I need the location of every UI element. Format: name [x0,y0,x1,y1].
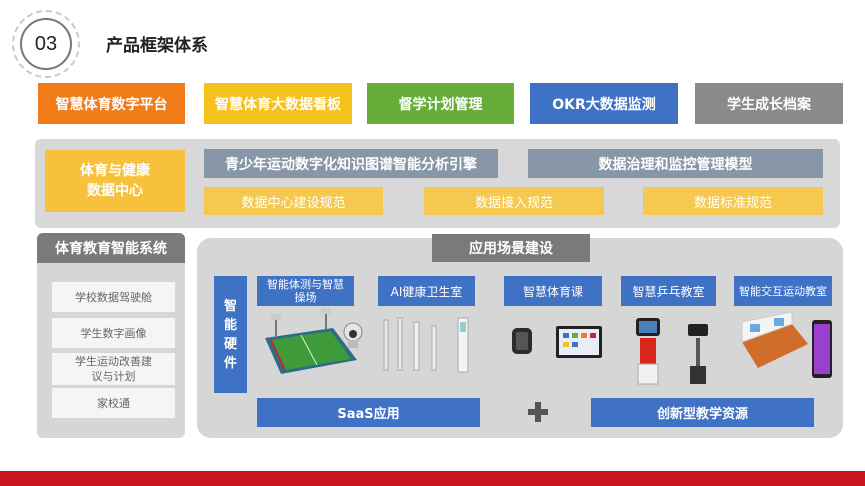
data-center-title: 体育与健康数据中心 [80,163,150,199]
system-title: 体育教育智能系统 [37,233,185,263]
platform-box-okr: OKR大数据监测 [530,83,678,124]
section-number-circle: 03 [20,18,72,70]
governance-model-box: 数据治理和监控管理模型 [528,149,823,178]
teaching-resource-bar: 创新型教学资源 [591,398,814,427]
stadium-illustration [265,308,363,374]
platform-box-supervision: 督学计划管理 [367,83,514,124]
pingpong-robot-illustration [636,318,708,385]
hardware-label: 智能硬件 [223,298,237,371]
platform-box-dashboard: 智慧体育大数据看板 [204,83,352,124]
platform-box-digital: 智慧体育数字平台 [38,83,185,124]
system-item-portrait: 学生数字画像 [52,318,175,348]
hardware-label-box: 智能硬件 [214,276,247,393]
scenario-title: 应用场景建设 [432,234,590,262]
spec-box-construction: 数据中心建设规范 [204,187,383,215]
scene-card-pe-class: 智慧体育课 [504,276,602,306]
scene-card-pingpong: 智慧乒乓教室 [621,276,716,306]
interactive-room-illustration [741,312,832,378]
spec-box-standard: 数据标准规范 [643,187,823,215]
system-item-dashboard: 学校数据驾驶舱 [52,282,175,312]
scene-card-health-room: AI健康卫生室 [378,276,475,306]
scene-card-interactive: 智能交互运动教室 [734,276,832,306]
footer-red-bar [0,471,865,486]
header-ring-decoration [12,10,80,78]
plus-icon [528,402,548,422]
device-illustration [512,326,602,358]
spec-box-access: 数据接入规范 [424,187,604,215]
platform-box-archive: 学生成长档案 [695,83,843,124]
section-number: 03 [34,32,58,55]
scene-card-fitness-field: 智能体测与智慧操场 [257,276,354,306]
saas-app-bar: SaaS应用 [257,398,480,427]
system-item-home-school: 家校通 [52,388,175,418]
analysis-engine-box: 青少年运动数字化知识图谱智能分析引擎 [204,149,498,178]
page-title: 产品框架体系 [106,36,208,56]
health-kiosk-illustration [383,317,469,373]
data-center-box: 体育与健康数据中心 [45,150,185,212]
system-item-improvement: 学生运动改善建议与计划 [52,353,175,385]
